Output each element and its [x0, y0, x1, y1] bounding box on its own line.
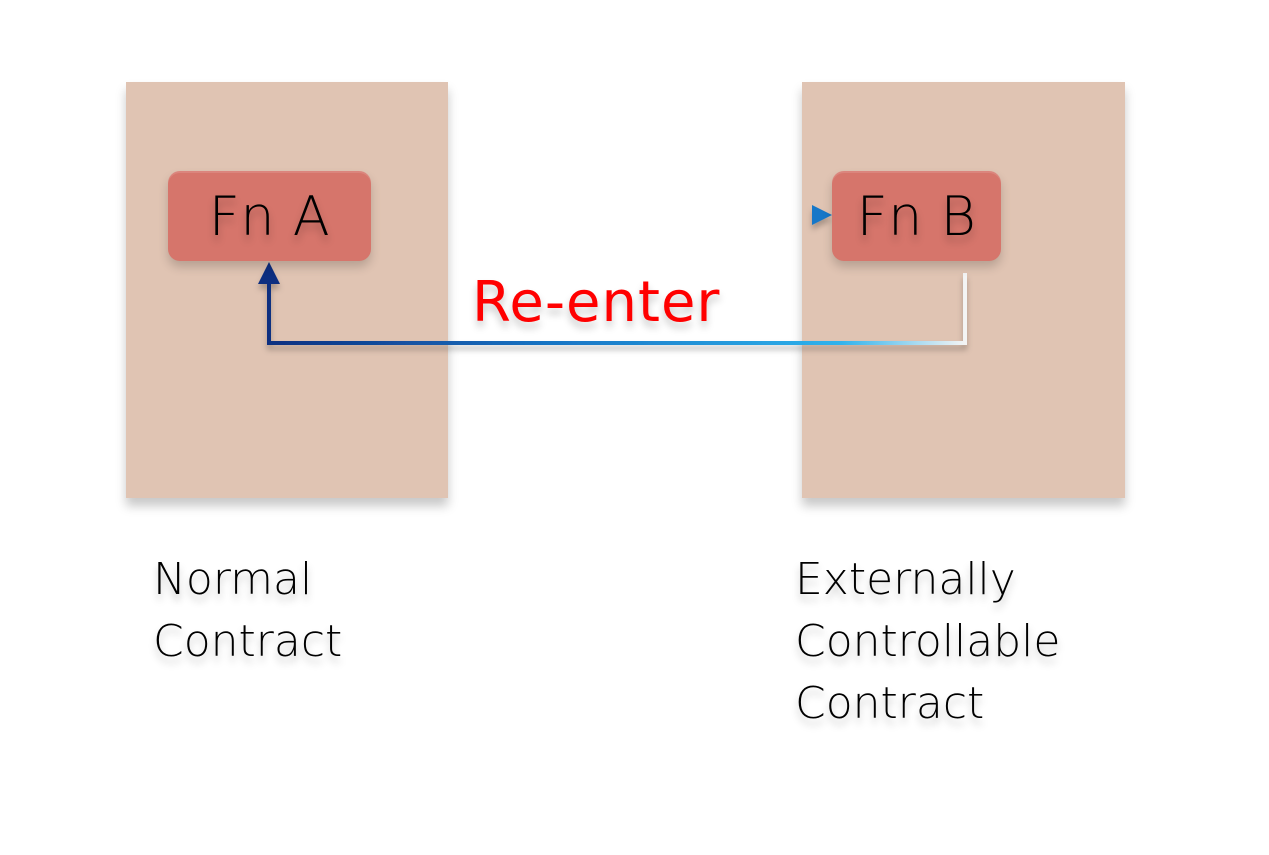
reenter-arrow [258, 262, 967, 345]
reenter-arrowhead-icon [258, 262, 280, 284]
external-contract-caption: Externally Controllable Contract [795, 549, 1060, 735]
caption-line: Controllable [795, 616, 1061, 667]
function-a-label: Fn A [208, 184, 331, 248]
caption-line: Contract [153, 616, 343, 667]
call-arrowhead-icon [812, 205, 832, 225]
function-b-label: Fn B [856, 184, 977, 248]
normal-contract-caption: Normal Contract [153, 549, 342, 673]
function-b-box: Fn B [832, 171, 1001, 261]
caption-line: Externally [795, 554, 1016, 605]
function-a-box: Fn A [168, 171, 371, 261]
reenter-label: Re-enter [472, 270, 721, 335]
normal-contract-box [126, 82, 448, 498]
caption-line: Normal [153, 554, 313, 605]
caption-line: Contract [795, 678, 985, 729]
call-arrow [371, 205, 832, 225]
